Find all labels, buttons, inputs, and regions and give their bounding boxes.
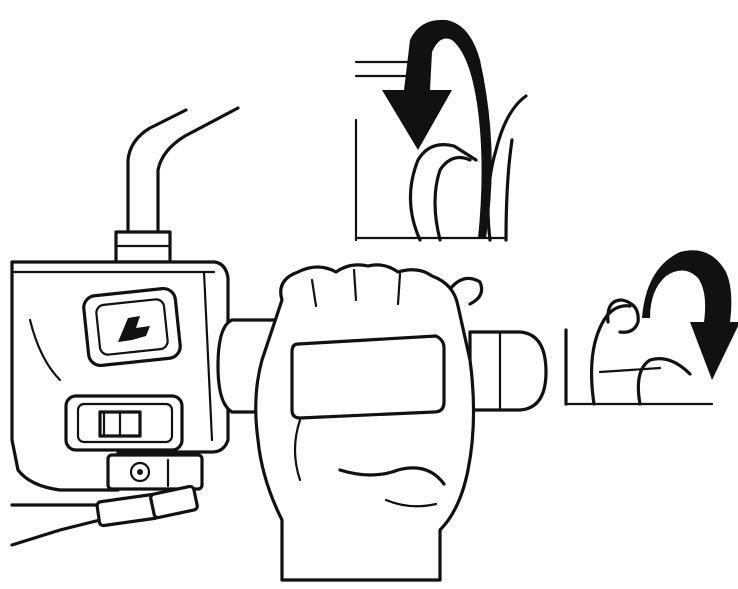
connector-port (108, 455, 202, 489)
inset-right-closeup (566, 250, 738, 406)
lower-cable (12, 486, 198, 545)
inset-top-closeup (356, 0, 526, 240)
power-button (83, 287, 182, 366)
gloved-hand (256, 265, 474, 580)
toggle-switch (66, 396, 182, 450)
control-box-cable (116, 108, 238, 262)
glove-patch (292, 336, 444, 418)
